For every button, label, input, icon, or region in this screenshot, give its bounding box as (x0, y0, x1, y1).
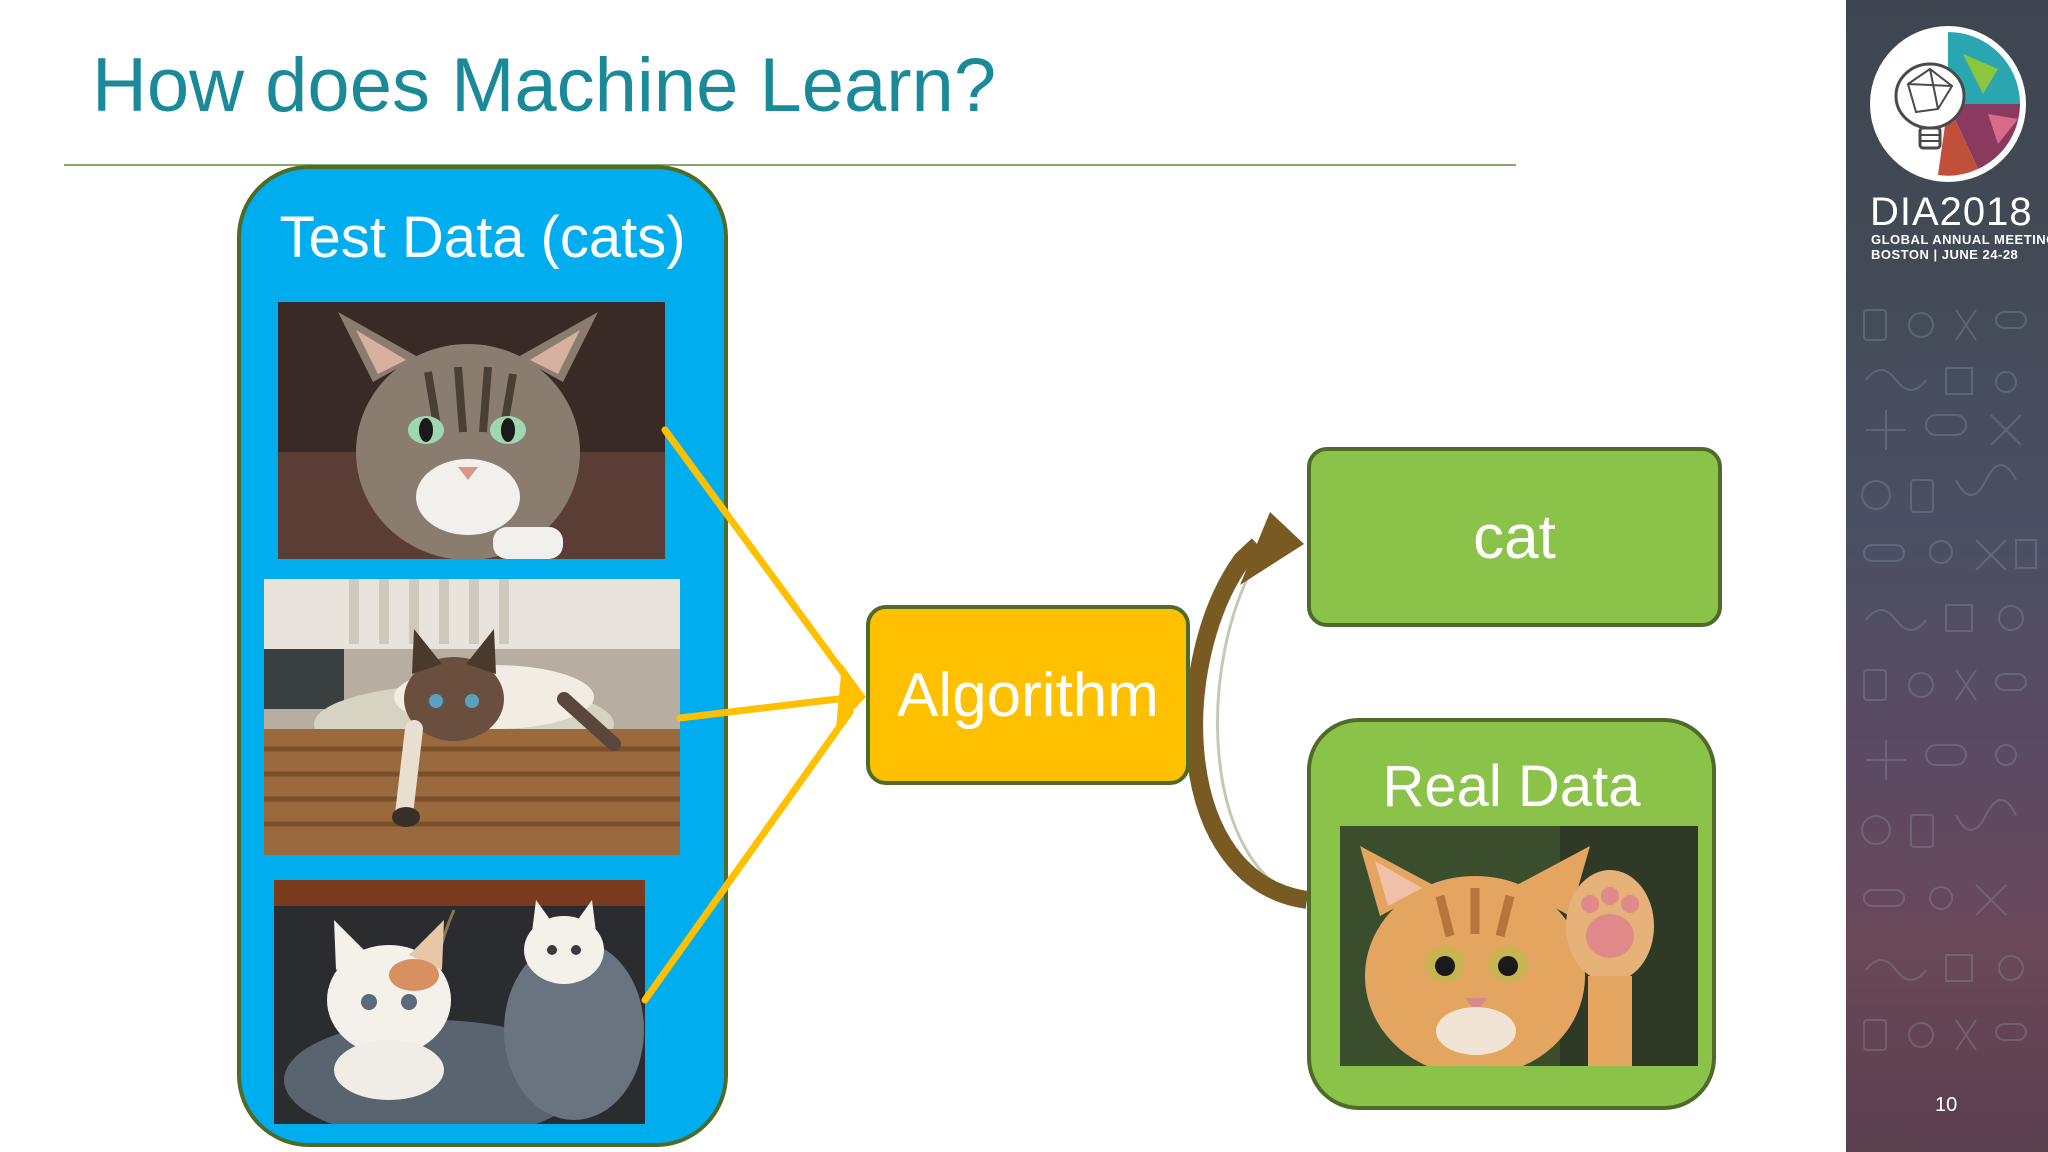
conference-sidebar: DIA2018 GLOBAL ANNUAL MEETING BOSTON | J… (1846, 0, 2048, 1152)
title-divider (64, 164, 1516, 166)
event-subtitle: GLOBAL ANNUAL MEETING (1871, 232, 2048, 247)
kittens-in-boot-photo (274, 880, 645, 1124)
orange-kitten-photo (1340, 826, 1698, 1066)
arrow-head-algorithm (836, 664, 866, 728)
test-data-label: Test Data (cats) (279, 205, 686, 270)
algorithm-box: Algorithm (866, 605, 1190, 785)
dia-logo-icon (1870, 26, 2026, 182)
page-number: 10 (1935, 1094, 1958, 1116)
siamese-cat-photo (264, 579, 680, 855)
tabby-cat-photo (278, 302, 665, 559)
arrow-real-to-cat (1185, 538, 1309, 909)
arrow-test3-to-algorithm (641, 708, 854, 1004)
output-cat-box: cat (1307, 447, 1722, 627)
arrow-test1-to-algorithm (661, 426, 854, 686)
slide-title: How does Machine Learn? (92, 43, 997, 128)
event-name: DIA2018 (1870, 190, 2033, 234)
arrow-head-cat (1240, 512, 1304, 585)
medical-icons-pattern (1861, 309, 2037, 1051)
event-location-dates: BOSTON | JUNE 24-28 (1871, 247, 2019, 262)
real-data-label: Real Data (1382, 754, 1641, 819)
arrow-test2-to-algorithm (676, 694, 850, 722)
